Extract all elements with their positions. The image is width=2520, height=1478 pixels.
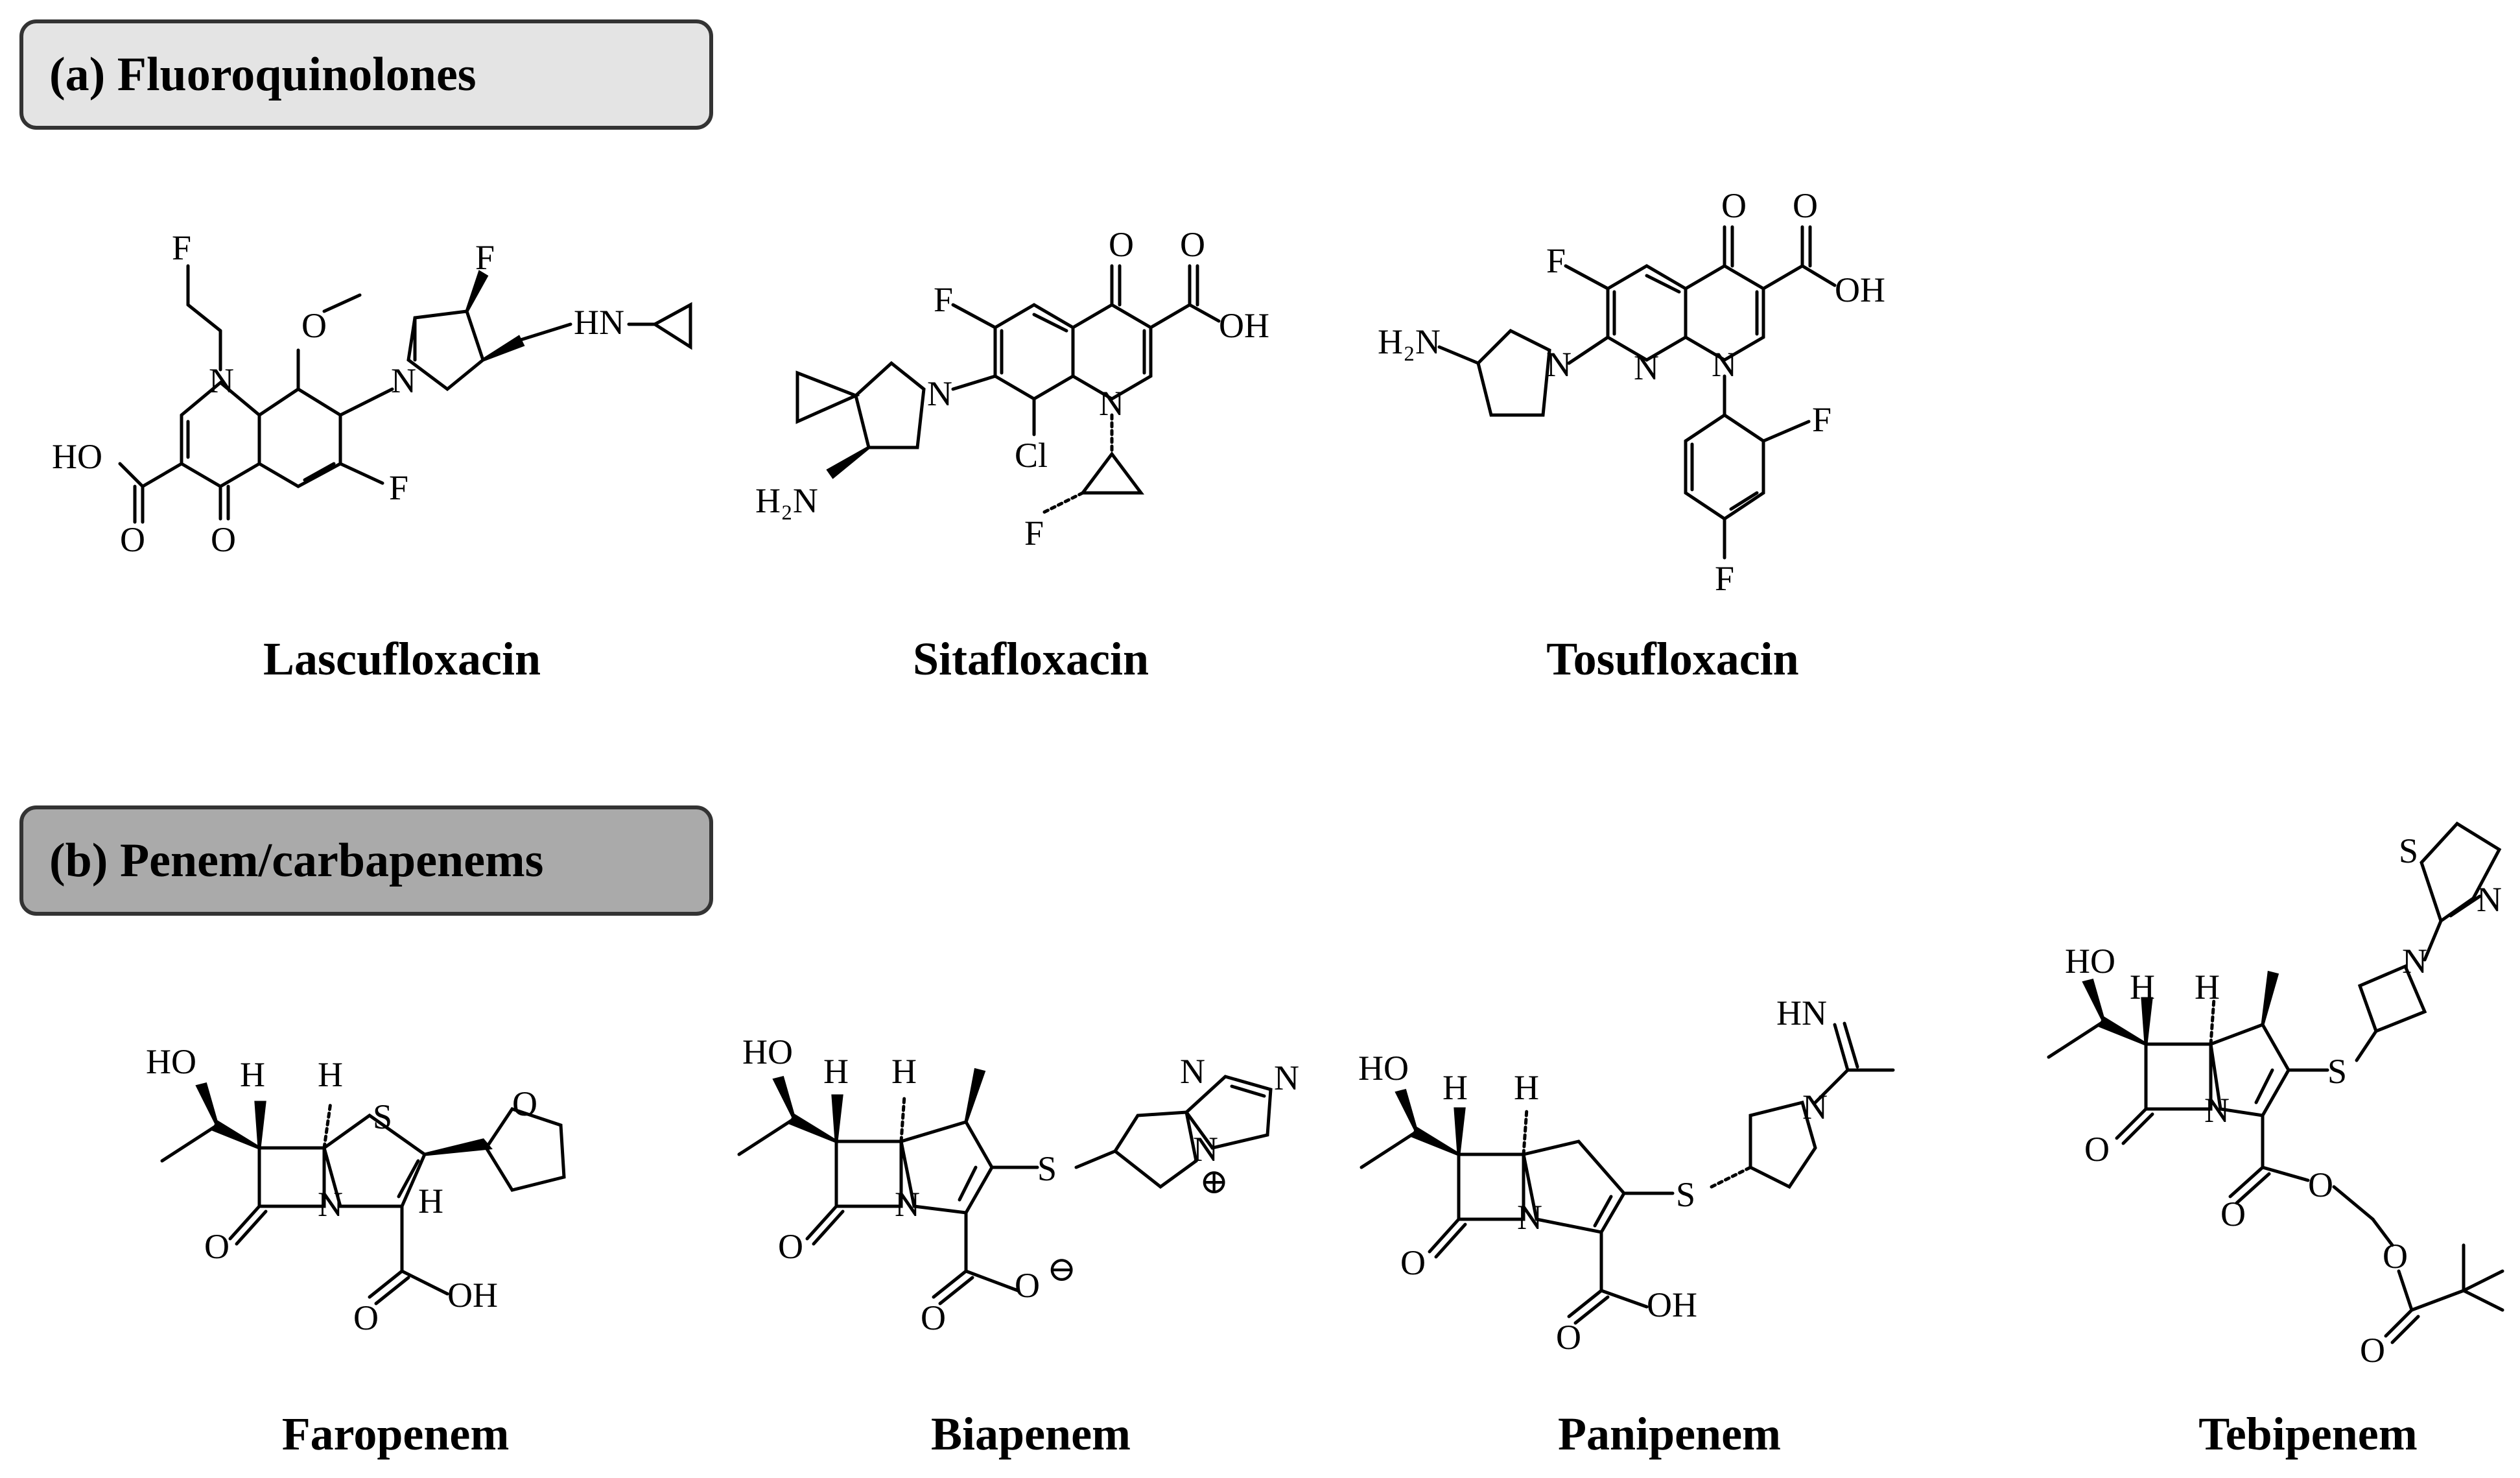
- atom-label: O: [512, 1084, 537, 1123]
- structure-lascufloxacin: F N O F N HN F HO O O: [52, 228, 692, 559]
- compound-name-sitafloxacin: Sitafloxacin: [912, 633, 1149, 685]
- structure-panipenem: HO H H N O S N HN O OH: [1358, 994, 1895, 1357]
- atom-label: N: [318, 1185, 343, 1224]
- atom-label: F: [475, 238, 495, 277]
- atom-label: H: [240, 1055, 265, 1094]
- atom-label: H: [2130, 968, 2155, 1007]
- atom-label: H: [1443, 1068, 1468, 1107]
- atom-label: HN: [574, 303, 624, 342]
- atom-label: N: [1180, 1052, 1205, 1091]
- atom-label: S: [1037, 1149, 1057, 1188]
- compound-name-biapenem: Biapenem: [930, 1408, 1131, 1460]
- atom-label: O: [2360, 1331, 2385, 1370]
- atom-label: H: [318, 1055, 343, 1094]
- structure-sitafloxacin: O O OH F N N H₂N Cl F: [755, 225, 1269, 553]
- atom-label: N: [1712, 345, 1737, 384]
- atom-label: N: [391, 361, 416, 400]
- atom-label: N: [1517, 1198, 1542, 1237]
- atom-label: S: [2327, 1052, 2347, 1091]
- compound-name-faropenem: Faropenem: [281, 1408, 510, 1460]
- atom-label: ⊖: [1047, 1250, 1076, 1289]
- atom-label: HO: [742, 1032, 793, 1071]
- atom-label: F: [1812, 400, 1831, 439]
- atom-label: F: [1024, 514, 1044, 553]
- atom-label: H: [1514, 1068, 1539, 1107]
- atom-label: N: [2204, 1091, 2230, 1130]
- compound-name-lascufloxacin: Lascufloxacin: [263, 633, 541, 685]
- atom-label: O: [1793, 186, 1818, 225]
- atom-label: N: [2402, 942, 2427, 981]
- atom-label: O: [1109, 225, 1134, 264]
- atom-label: O: [2383, 1237, 2408, 1276]
- atom-label: O: [1400, 1243, 1426, 1282]
- atom-label: O: [2308, 1165, 2333, 1204]
- atom-label: HN: [1776, 994, 1827, 1032]
- atom-label: O: [211, 520, 236, 559]
- atom-label: O: [1180, 225, 1205, 264]
- compound-name-tebipenem: Tebipenem: [2198, 1408, 2418, 1460]
- atom-label: OH: [447, 1276, 498, 1315]
- atom-label: O: [2084, 1130, 2110, 1169]
- structure-biapenem: HO H H N O S N N N ⊕ O O ⊖: [737, 1032, 1299, 1337]
- atom-label: OH: [1219, 306, 1269, 345]
- atom-label: N: [1099, 384, 1124, 423]
- atom-label: H: [2195, 968, 2220, 1007]
- atom-label: N: [209, 361, 234, 400]
- atom-label: S: [1676, 1175, 1695, 1214]
- atom-label: O: [1015, 1266, 1040, 1305]
- atom-label: F: [934, 280, 953, 319]
- atom-label: O: [1721, 186, 1747, 225]
- atom-label: N: [1274, 1058, 1299, 1097]
- atom-label: H₂N: [755, 481, 818, 520]
- atom-label: OH: [1835, 270, 1885, 309]
- atom-label: N: [1634, 348, 1659, 387]
- structure-tebipenem: HO H H N O S N S N O O O O: [2047, 821, 2504, 1370]
- section-label-penem-carbapenems: (b) Penem/carbapenems: [19, 805, 713, 916]
- section-title: (b) Penem/carbapenems: [49, 833, 544, 887]
- structure-tosufloxacin: O O OH F N N N H₂N F F: [1378, 186, 1885, 598]
- atom-label: HO: [1358, 1049, 1409, 1088]
- section-label-fluoroquinolones: (a) Fluoroquinolones: [19, 19, 713, 130]
- atom-label: HO: [146, 1042, 196, 1081]
- atom-label: Cl: [1015, 436, 1048, 475]
- atom-label: ⊕: [1199, 1162, 1229, 1201]
- compound-name-panipenem: Panipenem: [1557, 1408, 1782, 1460]
- atom-label: N: [1193, 1130, 1218, 1169]
- structure-faropenem: HO H H S O H N O O OH: [146, 1042, 566, 1337]
- atom-label: F: [172, 228, 191, 267]
- atom-label: N: [2477, 880, 2502, 919]
- atom-label: F: [389, 468, 408, 507]
- atom-label: O: [353, 1298, 379, 1337]
- atom-label: O: [1556, 1318, 1581, 1357]
- atom-label: N: [1802, 1088, 1828, 1126]
- atom-label: N: [927, 374, 952, 413]
- atom-label: O: [301, 306, 327, 345]
- atom-label: F: [1715, 559, 1734, 598]
- atom-label: OH: [1647, 1285, 1697, 1324]
- atom-label: S: [373, 1097, 392, 1136]
- atom-label: O: [778, 1227, 803, 1266]
- atom-label: HO: [52, 437, 102, 476]
- atom-label: O: [120, 520, 145, 559]
- atom-label: H: [823, 1052, 849, 1091]
- atom-label: HO: [2065, 942, 2115, 981]
- atom-label: N: [895, 1185, 920, 1224]
- section-title: (a) Fluoroquinolones: [49, 47, 477, 101]
- atom-label: N: [1546, 345, 1572, 384]
- atom-label: F: [1546, 241, 1566, 280]
- atom-label: S: [2399, 831, 2418, 870]
- atom-label: O: [2220, 1195, 2246, 1234]
- atom-label: H: [891, 1052, 917, 1091]
- atom-label: O: [921, 1298, 946, 1337]
- atom-label: O: [204, 1227, 230, 1266]
- compound-name-tosufloxacin: Tosufloxacin: [1546, 633, 1799, 685]
- atom-label: H₂N: [1378, 322, 1441, 361]
- atom-label: H: [418, 1182, 443, 1221]
